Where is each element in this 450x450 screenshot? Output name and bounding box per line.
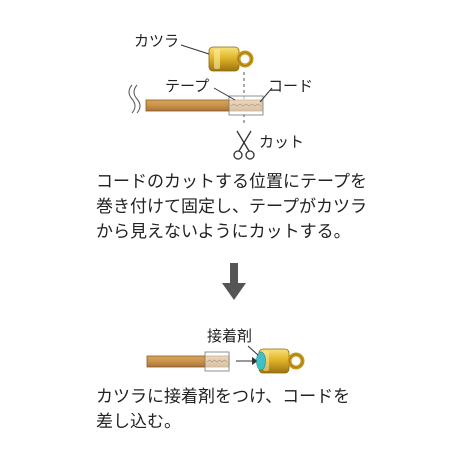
cord-leader: [259, 87, 273, 103]
label-cut: カット: [259, 133, 305, 151]
katsura-with-adhesive: [256, 348, 305, 374]
insert-arrow-icon: [236, 357, 258, 365]
step1-line-1: コードのカットする位置にテープを: [96, 172, 367, 192]
step2-line-1: カツラに接着剤をつけ、コードを: [96, 387, 351, 407]
tape-leader: [213, 87, 236, 101]
label-katsura: カツラ: [134, 32, 180, 50]
step1-line-3: から見えないようにカットする。: [96, 222, 351, 242]
label-tape: テープ: [165, 77, 210, 95]
tape-wrap-step2: [204, 351, 230, 372]
katsura-part: [208, 46, 254, 72]
tape-wrap: [228, 95, 264, 116]
step1-line-2: 巻き付けて固定し、テープがカツラ: [96, 197, 367, 217]
label-adhesive: 接着剤: [207, 327, 253, 345]
scissors-icon: [233, 130, 255, 160]
adhesive-leader: [247, 345, 259, 356]
cord-break-mark: [128, 84, 141, 114]
katsura-leader: [180, 44, 210, 55]
step2-line-2: 差し込む。: [96, 412, 181, 432]
adhesive-blob: [256, 351, 266, 371]
label-cord: コード: [268, 77, 314, 95]
arrow-down-icon: [222, 263, 246, 300]
